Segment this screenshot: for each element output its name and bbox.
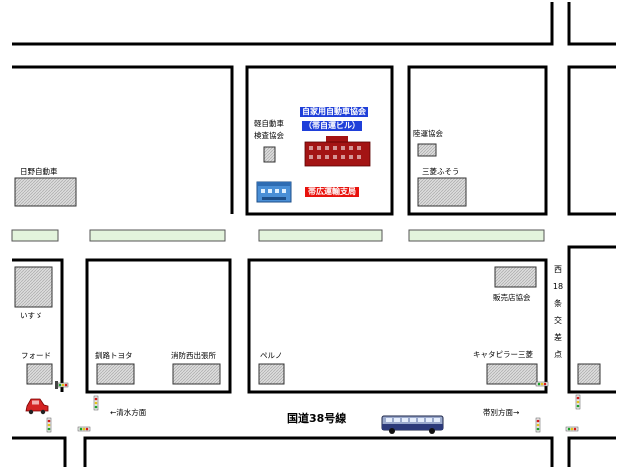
fire-station-label: 消防西出張所 — [171, 351, 216, 360]
road-name-label: 国道38号線 — [287, 412, 347, 425]
block-upper-right — [407, 65, 548, 216]
junction-char: 差 — [554, 333, 562, 342]
isuzu-building — [14, 266, 53, 308]
road-edge-top-right — [567, 2, 616, 46]
peruno-building — [258, 363, 285, 385]
junction-char: 点 — [554, 350, 562, 359]
junction-char: 交 — [554, 316, 562, 325]
kushiro-toyota-label: 釧路トヨタ — [95, 351, 133, 360]
jidosha-kyokai-sub-label: （帯自運ビル） — [302, 121, 362, 131]
median-strip — [258, 229, 383, 242]
fuso-building — [417, 177, 467, 207]
road-edge-top — [12, 2, 554, 46]
ford-building — [26, 363, 53, 385]
fuso-label: 三菱ふそう — [422, 167, 460, 176]
hino-building — [14, 177, 77, 207]
toyota-building — [96, 363, 135, 385]
traffic-signal-icon — [46, 417, 52, 433]
bus-icon — [381, 415, 444, 434]
caterpillar-label: キャタピラー三菱 — [473, 350, 533, 359]
block-upper-left — [12, 65, 234, 214]
road-edge-bottom-right — [567, 436, 616, 467]
traffic-signal-icon — [93, 395, 99, 411]
dealers-assoc-building — [494, 266, 537, 288]
kei-inspection-label-line1: 軽自動車 — [254, 119, 284, 128]
median-strip — [408, 229, 545, 242]
block-lower-center-left — [85, 258, 232, 394]
ford-label: フォード — [21, 351, 51, 360]
peruno-label: ペルノ — [260, 351, 283, 360]
dealers-assoc-label: 販売店協会 — [493, 293, 531, 302]
block-lower-left — [12, 258, 64, 392]
jidosha-kyokai-building-icon — [304, 136, 371, 167]
kei-inspection-label-line2: 検査協会 — [254, 131, 284, 140]
far-right-building — [577, 363, 601, 385]
junction-char: 18 — [552, 282, 564, 291]
traffic-signal-icon — [565, 426, 579, 432]
traffic-signal-icon — [575, 394, 581, 410]
car-icon — [25, 398, 49, 415]
rikuun-shikyoku-label: 帯広運輸支局 — [305, 187, 359, 197]
traffic-signal-icon — [77, 426, 91, 432]
caterpillar-building — [486, 363, 538, 385]
traffic-signal-icon — [535, 381, 549, 387]
jidosha-kyokai-label: 自家用自動車協会 — [300, 107, 368, 117]
rikuun-kyokai-building — [417, 143, 437, 157]
junction-label: 西 18 条 交 差 点 — [552, 266, 564, 368]
junction-char: 条 — [554, 299, 562, 308]
direction-left-label: ←清水方面 — [110, 408, 147, 417]
road-edge-bottom — [83, 436, 554, 467]
government-office-icon — [256, 181, 292, 203]
block-upper-far-right — [567, 65, 616, 216]
traffic-signal-icon — [535, 417, 541, 433]
hino-label: 日野自動車 — [20, 167, 58, 176]
isuzu-label: いすゞ — [20, 311, 43, 320]
traffic-signal-icon — [55, 381, 69, 389]
junction-char: 西 — [554, 265, 562, 274]
kei-inspection-building — [263, 146, 276, 163]
road-edge-bottom — [12, 436, 67, 467]
median-strip — [11, 229, 59, 242]
block-upper-center — [245, 65, 394, 216]
direction-right-label: 帯別方面→ — [483, 408, 520, 417]
block-lower-far-right — [567, 245, 616, 394]
rikuun-kyokai-label: 陸運協会 — [413, 129, 443, 138]
fire-station-building — [172, 363, 221, 385]
median-strip — [89, 229, 226, 242]
block-lower-center-right — [247, 258, 548, 394]
